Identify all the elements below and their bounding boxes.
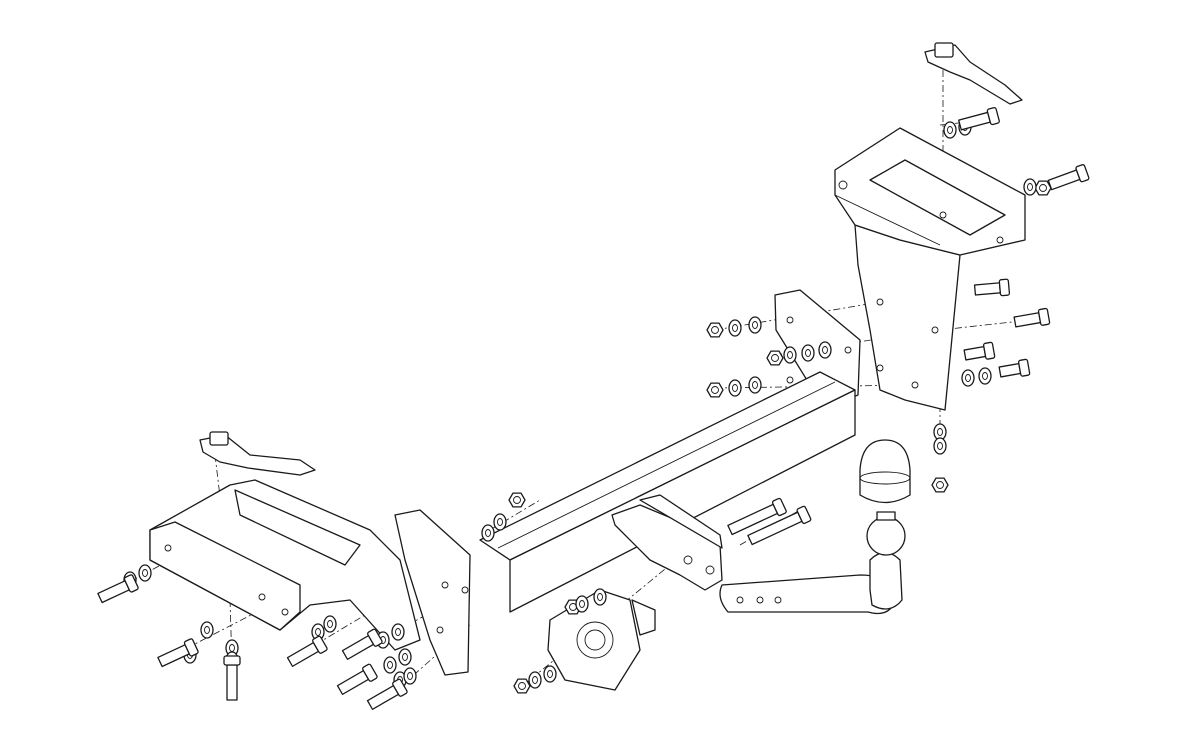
bolt [366,678,408,710]
washer [818,341,832,359]
bolt [1047,164,1090,191]
washer [783,346,797,364]
washer [1023,178,1037,196]
left-clamp-plate [199,431,316,476]
washer [481,524,495,542]
tow-ball [866,511,906,556]
washer [493,513,507,531]
washer [961,369,975,387]
left-mounting-bracket [149,479,421,651]
washer [933,423,947,441]
washer [748,376,762,394]
washer [398,648,412,666]
tow-ball-neck [719,551,903,615]
washer [528,671,542,689]
washer [575,595,589,613]
bolt [157,638,199,668]
bolt [958,106,1000,131]
neck-holder-bracket [611,494,723,591]
nut [1034,180,1052,196]
washer [748,316,762,334]
washer [933,437,947,455]
washer [383,656,397,674]
washer [323,615,337,633]
bolt [341,628,383,660]
bolt [223,655,241,701]
nut [513,678,531,694]
bolt [336,663,378,695]
nut [766,350,784,366]
washer [943,121,957,139]
nut [931,477,949,493]
washer [728,379,742,397]
nut [508,492,526,508]
main-cross-beam [479,371,856,613]
washer [138,564,152,582]
bolt [286,635,328,667]
bolt [727,497,787,536]
tow-ball-cover [859,439,911,504]
washer [403,667,417,685]
fasteners [97,106,1090,710]
washer [593,588,607,606]
washer [978,367,992,385]
bolt [97,574,139,604]
nut [706,382,724,398]
washer [801,344,815,362]
bolt [973,278,1011,297]
washer [543,665,557,683]
washer [728,319,742,337]
bolt [998,358,1031,378]
top-right-clamp-plate [924,42,1023,105]
nut [706,322,724,338]
bolt [747,505,812,546]
washer [200,621,214,639]
bolt [963,341,996,361]
socket-plate [547,589,656,691]
bolt [1013,307,1051,328]
right-upper-bracket [834,127,1026,411]
left-side-plate [394,509,471,676]
washer [391,623,405,641]
